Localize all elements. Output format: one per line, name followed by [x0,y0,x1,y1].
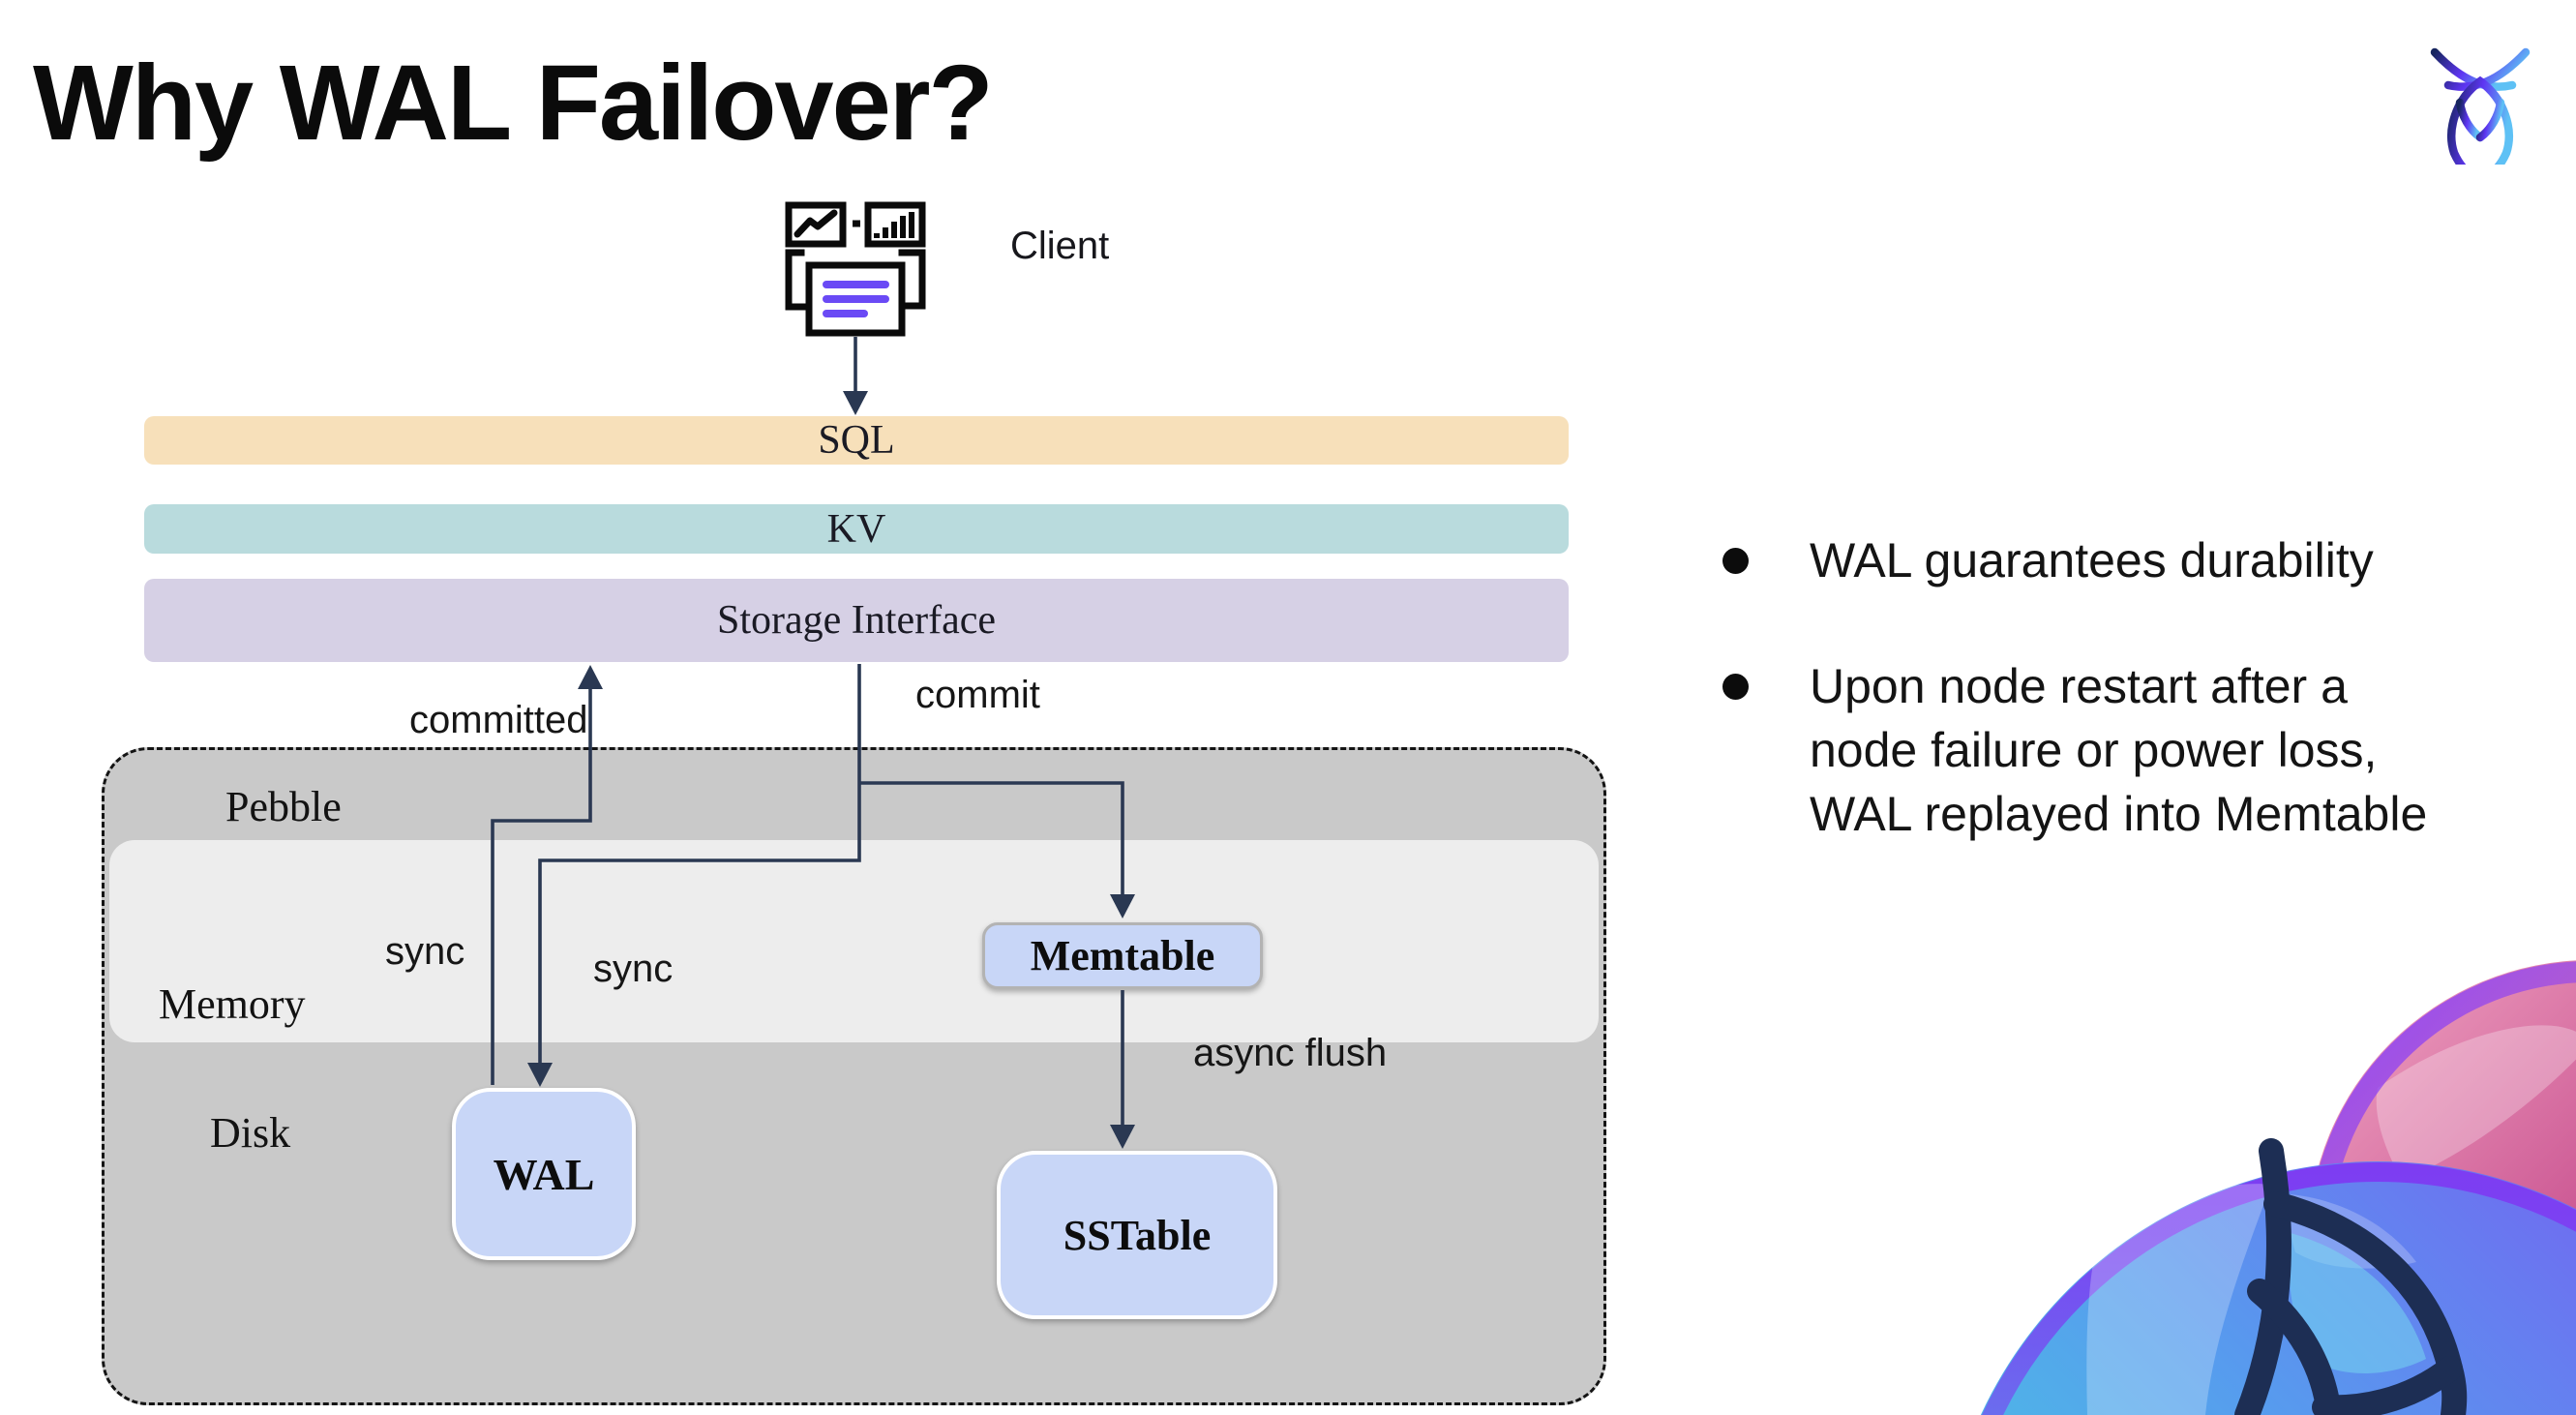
layer-bar-kv: KV [144,504,1569,554]
arrowhead-client [843,391,868,415]
sync-left-label: sync [385,930,465,973]
arrowhead-committed-up [578,665,603,689]
art-leaf-cyan [2289,1233,2426,1373]
page-title: Why WAL Failover? [33,44,994,163]
layer-label-storage-interface: Storage Interface [717,598,996,643]
layer-label-sql: SQL [818,418,895,463]
client-icon [785,201,926,337]
brand-artwork [1981,960,2576,1415]
disk-label: Disk [210,1109,291,1157]
list-item: WAL guarantees durability [1722,528,2487,592]
sstable-label: SSTable [1063,1211,1212,1259]
memtable-box: Memtable [982,922,1263,989]
committed-label: committed [409,699,588,741]
sstable-box: SSTable [997,1151,1277,1319]
layer-bar-storage-interface: Storage Interface [144,579,1569,662]
bullet-list: WAL guarantees durability Upon node rest… [1722,528,2487,908]
list-item: Upon node restart after a node failure o… [1722,654,2487,846]
sync-right-label: sync [593,948,674,990]
async-flush-label: async flush [1193,1032,1388,1074]
bullet-text: WAL guarantees durability [1810,533,2374,587]
bullet-text: node failure or power loss, [1810,723,2378,777]
wal-box: WAL [452,1088,636,1260]
memory-label: Memory [159,980,306,1028]
cockroachdb-logo-icon [2430,47,2531,165]
layer-bar-sql: SQL [144,416,1569,465]
art-blue-rim [1982,1162,2576,1415]
bullet-dot-icon [1722,674,1749,700]
memtable-label: Memtable [1030,932,1215,979]
bullet-text: WAL replayed into Memtable [1810,787,2428,841]
wal-label: WAL [493,1149,595,1199]
art-pink-highlight [2376,1025,2576,1180]
layer-label-kv: KV [826,506,886,552]
client-label: Client [1010,225,1110,267]
art-leaf-highlight-left [2086,1184,2271,1415]
bullet-dot-icon [1722,548,1749,574]
pebble-label: Pebble [225,783,342,830]
memory-zone [109,840,1599,1042]
commit-label: commit [915,674,1040,716]
bullet-text: Upon node restart after a [1810,659,2348,713]
art-veins [2234,1138,2468,1415]
